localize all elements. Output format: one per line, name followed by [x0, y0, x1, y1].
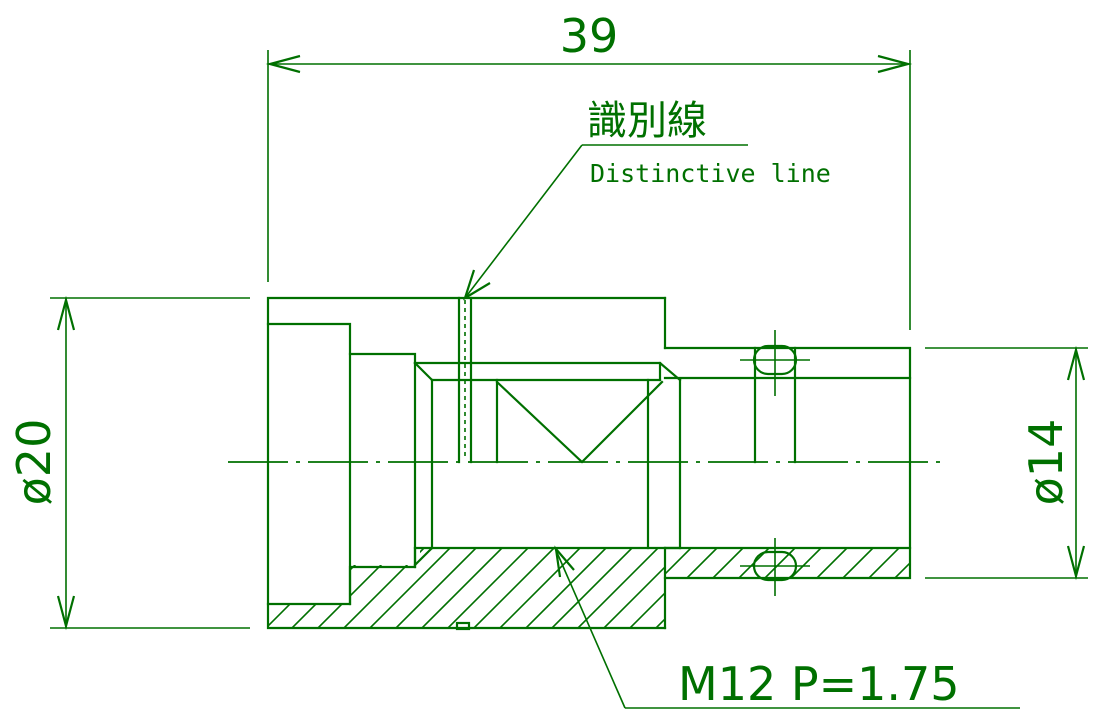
hatch-line: [921, 548, 951, 578]
length-dimension-label: 39: [560, 9, 619, 63]
hatch-line: [473, 548, 555, 628]
hatch-line: [655, 548, 665, 628]
hatch-line: [268, 548, 347, 628]
thread-spec-label: M12 P=1.75: [678, 657, 960, 711]
large-diameter-label: ø20: [7, 419, 61, 506]
hatch-line: [894, 548, 910, 578]
hatch-line: [708, 548, 788, 628]
part-outline: [266, 296, 912, 630]
small-diameter-label: ø14: [1019, 419, 1073, 506]
hatch-line: [291, 548, 373, 628]
hatch-line: [447, 548, 529, 628]
section-hatching-right: [665, 548, 951, 578]
distinctive-line-label-en: Distinctive line: [590, 159, 831, 188]
thread-callout: M12 P=1.75: [554, 545, 1020, 711]
distinctive-line-label-jp: 識別線: [587, 98, 707, 144]
hatch-line: [734, 548, 814, 628]
hatch-line: [499, 548, 581, 628]
cross-hole: [740, 330, 810, 596]
hatch-line: [343, 548, 425, 628]
hatch-line: [421, 548, 503, 628]
section-hatching-left: [268, 548, 814, 628]
large-diameter-dimension: ø20: [7, 295, 250, 631]
small-diameter-dimension: ø14: [925, 345, 1088, 581]
hatch-line: [577, 548, 659, 628]
hatch-line: [395, 548, 477, 628]
hatch-line: [686, 548, 718, 578]
hatch-line: [551, 548, 633, 628]
hatch-line: [816, 548, 848, 578]
hatch-line: [629, 548, 665, 628]
hatch-line: [842, 548, 874, 578]
hatch-line: [369, 548, 451, 628]
distinctive-line-callout: 識別線 Distinctive line: [463, 98, 831, 301]
hatch-line: [268, 548, 269, 628]
hatch-line: [665, 548, 666, 578]
length-dimension: 39: [265, 9, 913, 330]
hatch-line: [665, 548, 692, 578]
hatch-line: [764, 548, 796, 578]
hatch-line: [868, 548, 900, 578]
hatch-line: [525, 548, 607, 628]
hatch-line: [682, 548, 762, 628]
hatch-line: [268, 548, 295, 628]
hatch-line: [317, 548, 399, 628]
hatch-line: [603, 548, 665, 628]
hatch-line: [268, 548, 321, 628]
distinctive-line-groove: [455, 296, 473, 631]
threaded-bore: [413, 361, 682, 567]
hatch-line: [738, 548, 770, 578]
hatch-line: [790, 548, 822, 578]
hatch-line: [712, 548, 744, 578]
